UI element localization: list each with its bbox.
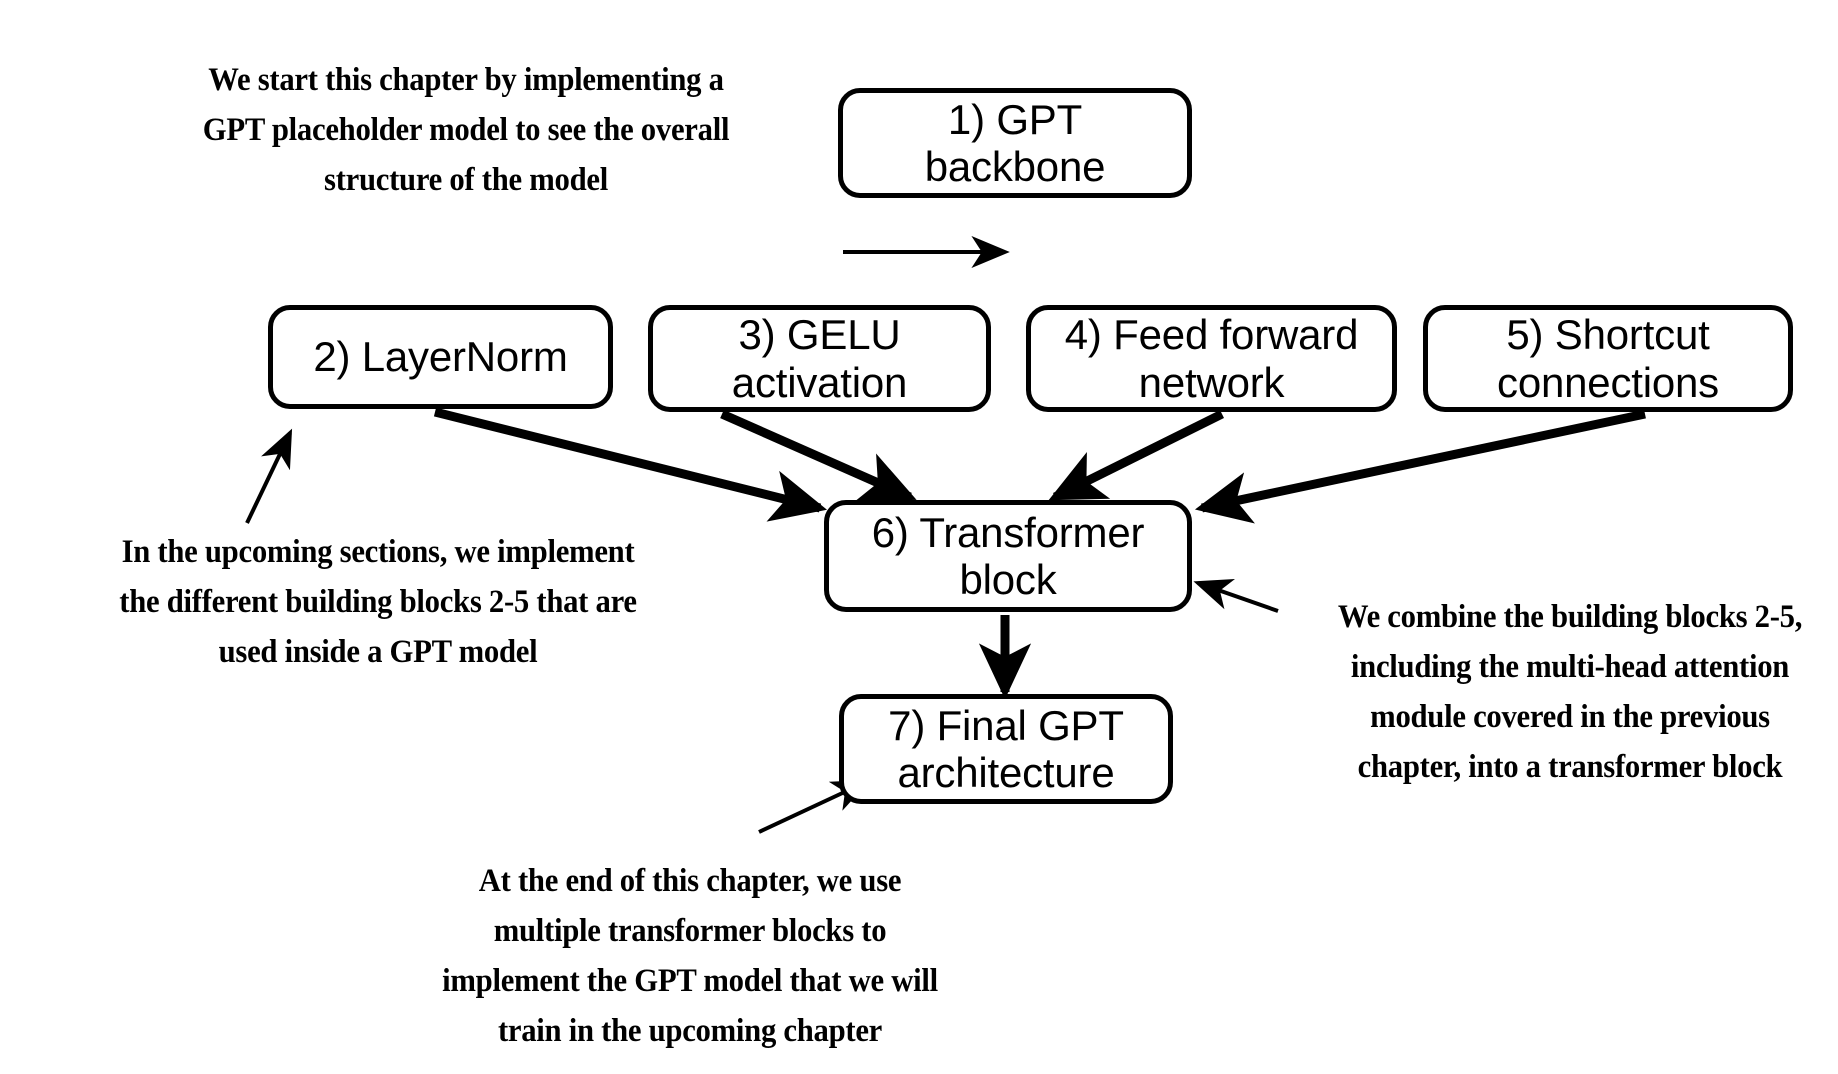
node-feed-forward[interactable]: 4) Feed forward network <box>1026 305 1397 412</box>
node-label-transformer-block: 6) Transformer block <box>871 508 1145 603</box>
node-label-shortcut: 5) Shortcut connections <box>1497 311 1719 406</box>
node-layernorm[interactable]: 2) LayerNorm <box>268 305 613 409</box>
node-label-layernorm: 2) LayerNorm <box>313 333 568 381</box>
node-label-gpt-backbone: 1) GPT backbone <box>924 95 1106 190</box>
node-label-gelu-activation: 3) GELU activation <box>731 311 908 406</box>
annotation-final-note: At the end of this chapter, we use multi… <box>442 863 938 1050</box>
node-label-feed-forward: 4) Feed forward network <box>1064 311 1359 406</box>
node-gelu-activation[interactable]: 3) GELU activation <box>648 305 991 412</box>
node-label-final-gpt: 7) Final GPT architecture <box>888 701 1124 796</box>
edge-shortcut-to-block <box>1194 409 1646 524</box>
node-transformer-block[interactable]: 6) Transformer block <box>824 500 1192 612</box>
node-shortcut[interactable]: 5) Shortcut connections <box>1423 305 1793 412</box>
annotation-building-blocks-note: In the upcoming sections, we implement t… <box>119 534 637 671</box>
annotation-combine-note: We combine the building blocks 2-5, incl… <box>1337 599 1803 786</box>
edge-feedforward-to-block <box>1048 409 1225 502</box>
edge-note-to-layernorm <box>245 428 293 524</box>
annotation-intro-note: We start this chapter by implementing a … <box>202 62 730 199</box>
node-gpt-backbone[interactable]: 1) GPT backbone <box>838 88 1192 198</box>
edge-note-to-block <box>1193 578 1279 613</box>
edge-layernorm-to-block <box>433 407 827 522</box>
node-final-gpt[interactable]: 7) Final GPT architecture <box>839 694 1173 804</box>
edge-gelu-to-block <box>720 409 917 502</box>
